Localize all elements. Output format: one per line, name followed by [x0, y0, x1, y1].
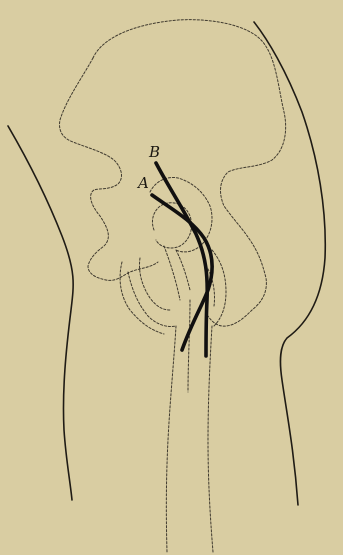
dotted-ilium-outline: [93, 20, 286, 326]
dotted-neck-upper: [176, 250, 190, 290]
dotted-ilium-left: [60, 58, 158, 280]
dotted-femur-right: [208, 326, 213, 552]
dotted-femur-mid: [188, 300, 190, 392]
label-b: B: [148, 143, 160, 161]
dotted-ischium-inner: [139, 258, 170, 310]
outline-right-contour: [254, 22, 325, 505]
outline-left-contour: [8, 126, 73, 500]
dotted-femur-left: [166, 326, 176, 552]
line-a: [152, 195, 212, 350]
dotted-ischium: [128, 272, 176, 327]
label-a: A: [136, 174, 149, 192]
line-b: [156, 163, 207, 356]
